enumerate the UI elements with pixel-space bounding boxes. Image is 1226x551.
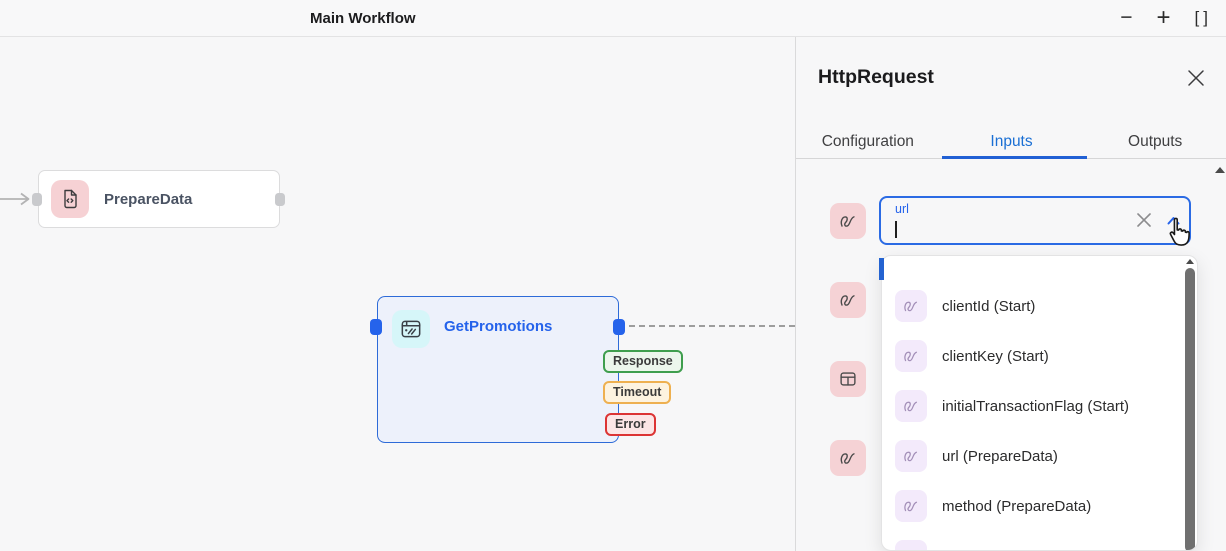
clear-icon[interactable] bbox=[1135, 211, 1153, 229]
variable-pill-icon bbox=[895, 340, 927, 372]
dropdown-item[interactable]: url (PrepareData) bbox=[882, 431, 1182, 481]
panel-scrollbar-up-icon[interactable] bbox=[1215, 167, 1225, 173]
chevron-up-icon[interactable] bbox=[1167, 216, 1180, 225]
panel-tab[interactable]: Outputs bbox=[1128, 133, 1183, 150]
dropdown-item-label: url (PrepareData) bbox=[942, 447, 1058, 465]
field-type-pill-icon[interactable] bbox=[830, 203, 866, 239]
workflow-canvas[interactable]: PrepareData GetPromotions Response Timeo… bbox=[0, 37, 795, 551]
zoom-in-button[interactable]: + bbox=[1156, 4, 1171, 31]
url-input[interactable]: url bbox=[879, 196, 1191, 245]
get-promotions-input-port[interactable] bbox=[370, 319, 382, 335]
close-icon[interactable] bbox=[1187, 69, 1205, 87]
variable-pill-icon bbox=[895, 540, 927, 550]
zoom-out-button[interactable]: − bbox=[1120, 6, 1133, 29]
node-label: GetPromotions bbox=[444, 318, 553, 335]
dropdown-items: clientId (Start) clientKey (Sta bbox=[882, 281, 1182, 551]
dropdown-item[interactable]: clientId (Start) bbox=[882, 281, 1182, 331]
text-caret bbox=[895, 221, 897, 238]
field-type-pill-icon[interactable] bbox=[830, 282, 866, 318]
dropdown-item-label: clientKey (Start) bbox=[942, 347, 1049, 365]
dropdown-item-label: clientId (Start) bbox=[942, 297, 1036, 315]
canvas-controls: − + [] bbox=[1120, 0, 1212, 36]
dropdown-selection-bar bbox=[879, 258, 884, 280]
fit-view-button[interactable]: [] bbox=[1194, 8, 1212, 27]
node-label: PrepareData bbox=[104, 190, 193, 208]
variable-pill-icon bbox=[895, 290, 927, 322]
dropdown-item[interactable]: headers (PrepareData) bbox=[882, 531, 1182, 551]
panel-tabs: Configuration Inputs Outputs bbox=[796, 127, 1226, 165]
dropdown-scrollbar[interactable] bbox=[1185, 268, 1195, 550]
dropdown-scrollbar-up-icon[interactable] bbox=[1186, 259, 1194, 264]
dropdown-item[interactable]: initialTransactionFlag (Start) bbox=[882, 381, 1182, 431]
panel-tab[interactable]: Configuration bbox=[821, 133, 914, 150]
panel-title: HttpRequest bbox=[818, 66, 934, 88]
output-badge[interactable]: Response bbox=[603, 350, 683, 373]
node-config-panel: HttpRequest Configuration Inputs Outputs bbox=[795, 37, 1226, 551]
variable-pill-icon bbox=[895, 440, 927, 472]
get-promotions-output-port[interactable] bbox=[613, 319, 625, 335]
output-badge[interactable]: Timeout bbox=[603, 381, 672, 404]
node-get-promotions[interactable]: GetPromotions bbox=[377, 296, 619, 443]
dropdown-item-label: headers (PrepareData) bbox=[942, 548, 1095, 551]
output-badge[interactable]: Error bbox=[605, 413, 656, 436]
dropdown-item[interactable]: method (PrepareData) bbox=[882, 481, 1182, 531]
topbar: Main Workflow − + [] bbox=[0, 0, 1226, 37]
incoming-edge-arrow-icon[interactable] bbox=[0, 190, 38, 208]
active-tab-underline bbox=[942, 156, 1087, 159]
variable-picker-dropdown: clientId (Start) clientKey (Sta bbox=[881, 255, 1198, 551]
pending-connection-edge[interactable] bbox=[629, 325, 795, 327]
dropdown-item[interactable]: clientKey (Start) bbox=[882, 331, 1182, 381]
workflow-title: Main Workflow bbox=[310, 10, 416, 27]
prepare-data-input-port[interactable] bbox=[32, 193, 42, 206]
url-field-label: url bbox=[895, 202, 909, 216]
prepare-data-output-port[interactable] bbox=[275, 193, 285, 206]
variable-pill-icon bbox=[895, 390, 927, 422]
input-rows bbox=[830, 203, 866, 519]
dropdown-item-label: method (PrepareData) bbox=[942, 497, 1092, 515]
node-prepare-data[interactable]: PrepareData bbox=[38, 170, 280, 228]
field-type-pill-icon[interactable] bbox=[830, 361, 866, 397]
document-code-icon bbox=[51, 180, 89, 218]
variable-pill-icon bbox=[895, 490, 927, 522]
http-window-icon bbox=[392, 310, 430, 348]
panel-tab[interactable]: Inputs bbox=[990, 133, 1033, 150]
field-type-pill-icon[interactable] bbox=[830, 440, 866, 476]
dropdown-item-label: initialTransactionFlag (Start) bbox=[942, 397, 1130, 415]
